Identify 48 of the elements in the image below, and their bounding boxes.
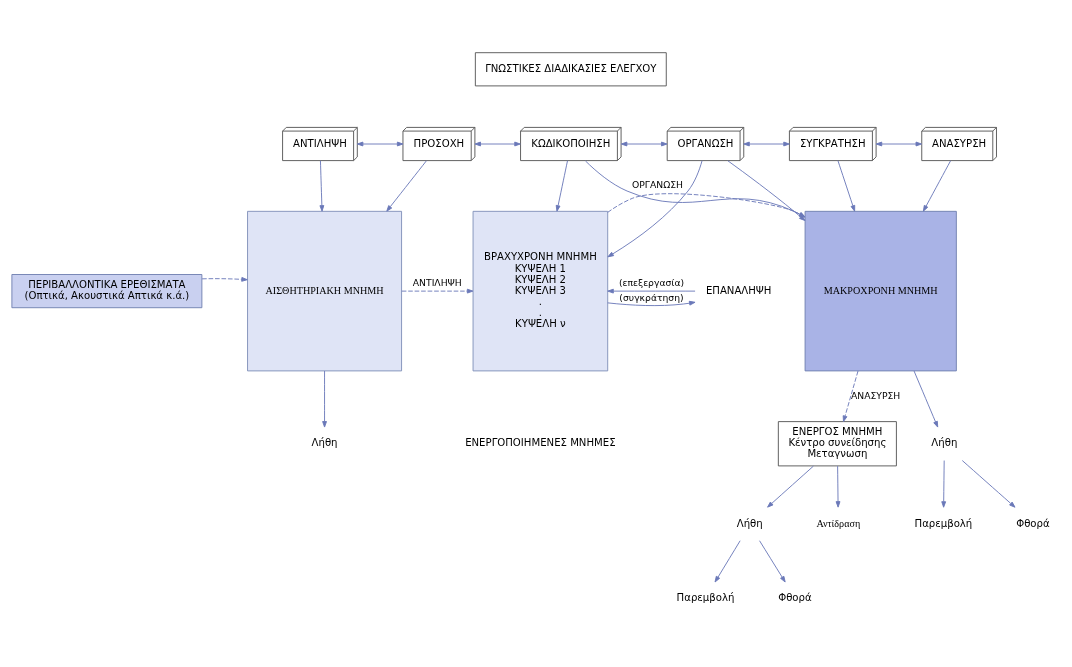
arrow [913, 370, 939, 428]
arrow [961, 459, 1016, 508]
arrow [401, 288, 474, 293]
arrow [585, 159, 806, 217]
node-text: Φθορά [778, 591, 812, 603]
node-text: Λήθη [311, 436, 338, 448]
arrow [607, 192, 806, 217]
node-text: Παρεμβολή [914, 517, 973, 529]
edge-label: ΟΡΓΑΝΩΣΗ [632, 178, 683, 190]
node-text: ΕΠΑΝΑΛΗΨΗ [705, 284, 772, 296]
arrow [607, 288, 696, 293]
arrow [386, 159, 427, 212]
edge-label: ΑΝΑΣΥΡΣΗ [851, 389, 901, 401]
arrow [620, 141, 668, 146]
node-box: ΓΝΩΣΤΙΚΕΣ ΔΙΑΔΙΚΑΣΙΕΣ ΕΛΕΓΧΟΥ [474, 51, 667, 86]
node-box: ΑΙΣΘΗΤΗΡΙΑΚΗ ΜΝΗΜΗ [247, 210, 403, 371]
arrow [201, 276, 248, 282]
arrow [743, 141, 790, 146]
arrow [607, 300, 696, 306]
node-box: ΕΝΕΡΓΟΣ ΜΝΗΜΗ Κέντρο συνείδησης Μεταγνωση [777, 420, 897, 466]
arrow [607, 159, 703, 257]
node-text: Λήθη [931, 436, 958, 448]
arrow [356, 141, 404, 146]
arrow [837, 159, 856, 212]
node-text: Παρεμβολή [676, 591, 735, 603]
arrow [322, 370, 327, 428]
arrow [842, 370, 859, 422]
arrow [767, 465, 814, 508]
edge-label: (επεξεργασία) [618, 276, 685, 288]
arrow [941, 459, 947, 508]
node-text: Φθορά [1016, 517, 1050, 529]
arrow [319, 159, 325, 212]
node-text: Αντίδραση [816, 517, 861, 529]
edge-label: ΑΝΤΙΛΗΨΗ [412, 276, 462, 288]
node-box: ΜΑΚΡΟΧΡΟΝΗ ΜΝΗΜΗ [804, 210, 957, 371]
node-box: ΒΡΑΧΥΧΡΟΝΗ ΜΝΗΜΗ ΚΥΨΕΛΗ 1 ΚΥΨΕΛΗ 2 ΚΥΨΕΛΗ 3 . . ΚΥΨΕΛΗ ν [472, 210, 609, 371]
arrow [474, 141, 521, 146]
arrow [714, 539, 741, 582]
node-box: ΠΕΡΙΒΑΛΛΟΝΤΙΚΑ ΕΡΕΘΙΣΜΑΤΑ (Οπτικά, Ακουστικά Απτικά κ.ά.) [11, 273, 203, 308]
arrow [875, 141, 922, 146]
node-text: Λήθη [736, 517, 763, 529]
arrow [835, 465, 841, 508]
arrow [555, 159, 568, 212]
edge-label: (συγκράτηση) [619, 291, 684, 303]
arrow [922, 159, 952, 212]
arrow [759, 539, 786, 582]
label: ΕΝΕΡΓΟΠΟΙΗΜΕΝΕΣ ΜΝΗΜΕΣ [465, 436, 616, 448]
arrow [727, 159, 806, 221]
